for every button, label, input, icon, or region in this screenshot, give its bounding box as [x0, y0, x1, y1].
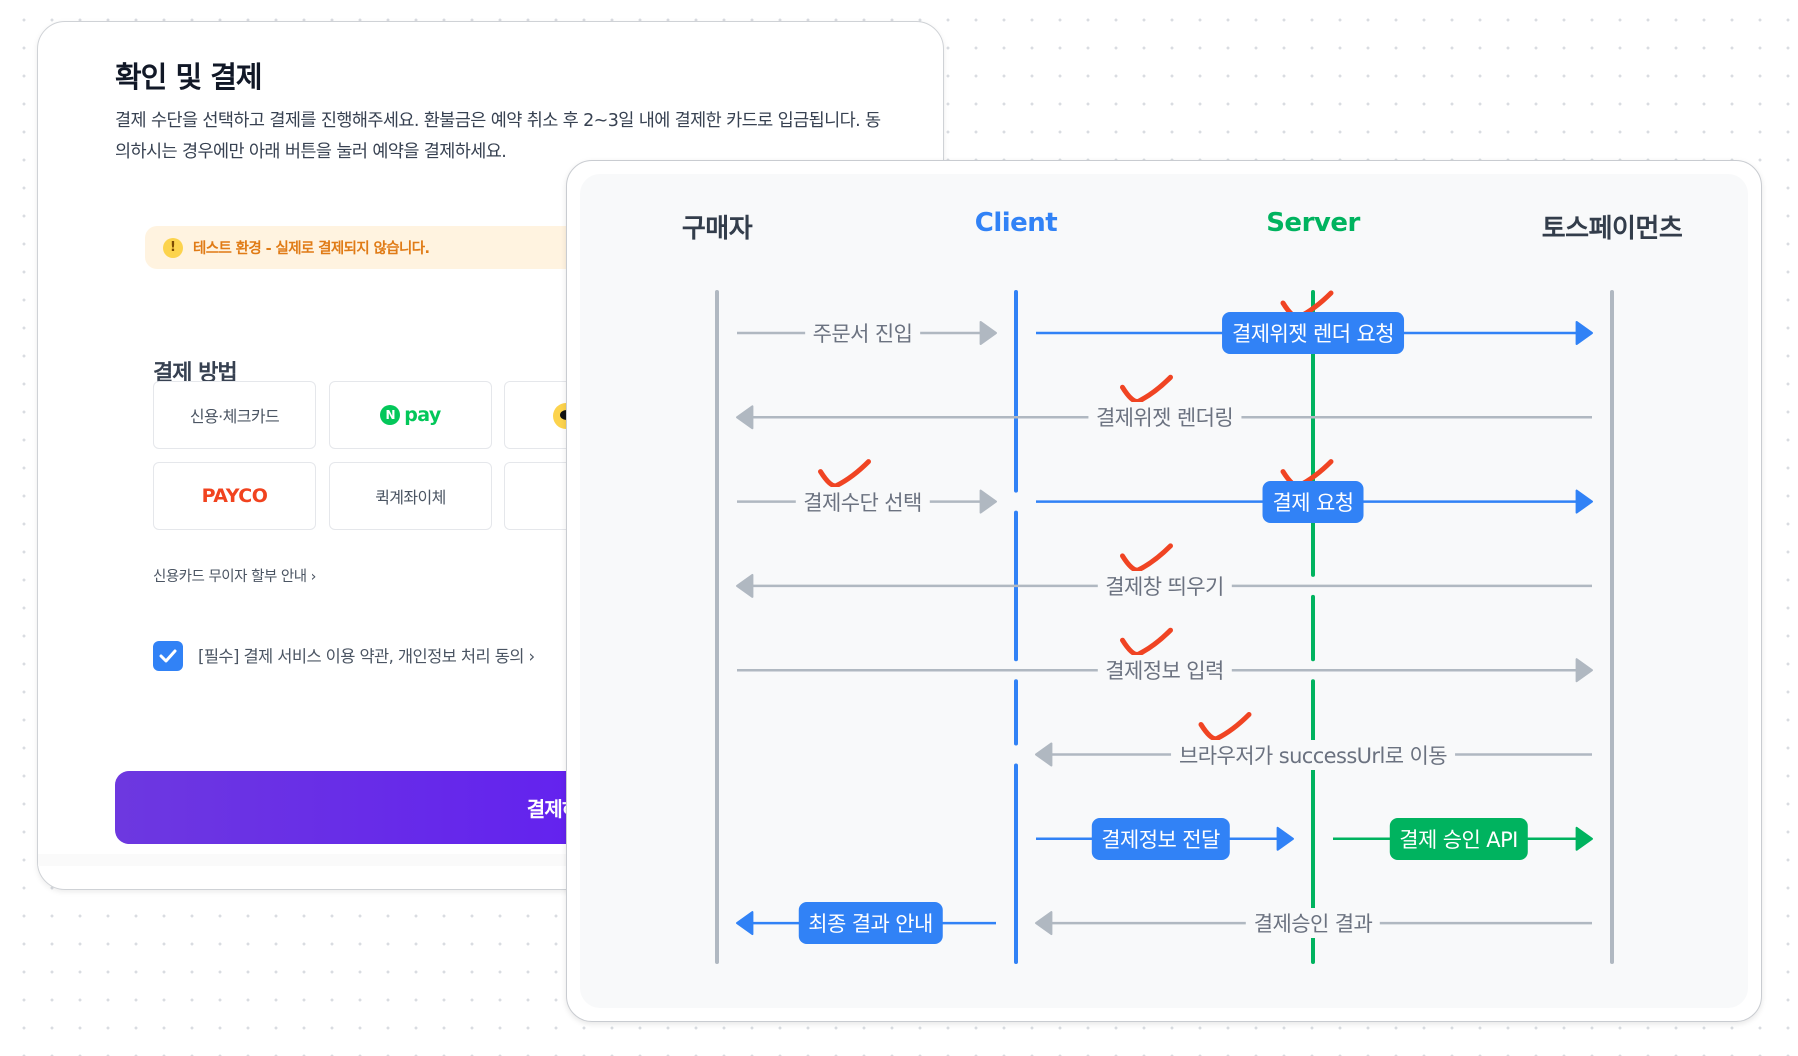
- arrow-head: [736, 573, 754, 598]
- arrow-head: [736, 911, 754, 936]
- naver-n-icon: N: [380, 405, 401, 425]
- method-card[interactable]: 신용·체크카드: [153, 381, 316, 449]
- arrow-head: [1575, 321, 1593, 345]
- method-payco[interactable]: PAYCO: [153, 462, 316, 530]
- arrow-head: [1276, 826, 1294, 851]
- npay-logo: N pay: [380, 404, 441, 426]
- message-label: 결제수단 선택: [795, 486, 930, 517]
- check-mark-annotation: [1120, 627, 1173, 657]
- check-icon: [159, 649, 177, 663]
- lane-label-toss: 토스페이먼츠: [1541, 214, 1683, 244]
- lane-label-buyer: 구매자: [681, 214, 753, 244]
- npay-label: pay: [404, 404, 441, 426]
- agreement-label[interactable]: [필수] 결제 서비스 이용 약관, 개인정보 처리 동의 ›: [198, 647, 535, 666]
- warning-icon: !: [163, 237, 183, 258]
- message-label: 브라우저가 successUrl로 이동: [1171, 739, 1455, 770]
- check-mark-annotation: [1120, 374, 1173, 404]
- arrow-head: [1035, 911, 1053, 936]
- method-quick-transfer[interactable]: 퀵계좌이체: [329, 462, 492, 530]
- message-label: 결제승인 결과: [1245, 908, 1381, 939]
- installment-info-link[interactable]: 신용카드 무이자 할부 안내 ›: [153, 569, 316, 585]
- arrow-head: [1575, 658, 1593, 683]
- check-mark-annotation: [1120, 543, 1173, 573]
- arrow-head: [736, 405, 754, 430]
- message-label: 결제위젯 렌더링: [1087, 402, 1242, 433]
- method-quick-transfer-label: 퀵계좌이체: [375, 488, 446, 507]
- arrow-head: [1035, 742, 1053, 767]
- check-mark-annotation: [1198, 712, 1252, 742]
- message-badge: 결제 승인 API: [1389, 817, 1528, 860]
- arrow-head: [1575, 826, 1593, 851]
- message-badge: 최종 결과 안내: [798, 902, 943, 945]
- arrow-head: [1575, 489, 1593, 514]
- message-badge: 결제 요청: [1262, 480, 1364, 523]
- agreement-checkbox[interactable]: [153, 641, 183, 671]
- lane-label-server: Server: [1266, 208, 1360, 238]
- method-card-label: 신용·체크카드: [189, 407, 280, 426]
- lane-label-client: Client: [974, 208, 1058, 238]
- message-label: 결제창 띄우기: [1097, 570, 1232, 601]
- page-title: 확인 및 결제: [115, 60, 263, 94]
- message-badge: 결제위젯 렌더 요청: [1222, 312, 1404, 354]
- method-npay[interactable]: N pay: [329, 381, 492, 449]
- arrow-head: [979, 489, 997, 514]
- payco-logo: PAYCO: [201, 485, 268, 507]
- message-label: 결제정보 입력: [1097, 655, 1232, 686]
- arrow-head: [979, 321, 997, 345]
- message-label: 주문서 진입: [804, 318, 921, 348]
- banner-text: 테스트 환경 - 실제로 결제되지 않습니다.: [193, 241, 430, 257]
- checkout-description: 결제 수단을 선택하고 결제를 진행해주세요. 환불금은 예약 취소 후 2~3…: [115, 111, 881, 162]
- message-badge: 결제정보 전달: [1091, 817, 1230, 860]
- check-mark-annotation: [818, 459, 871, 489]
